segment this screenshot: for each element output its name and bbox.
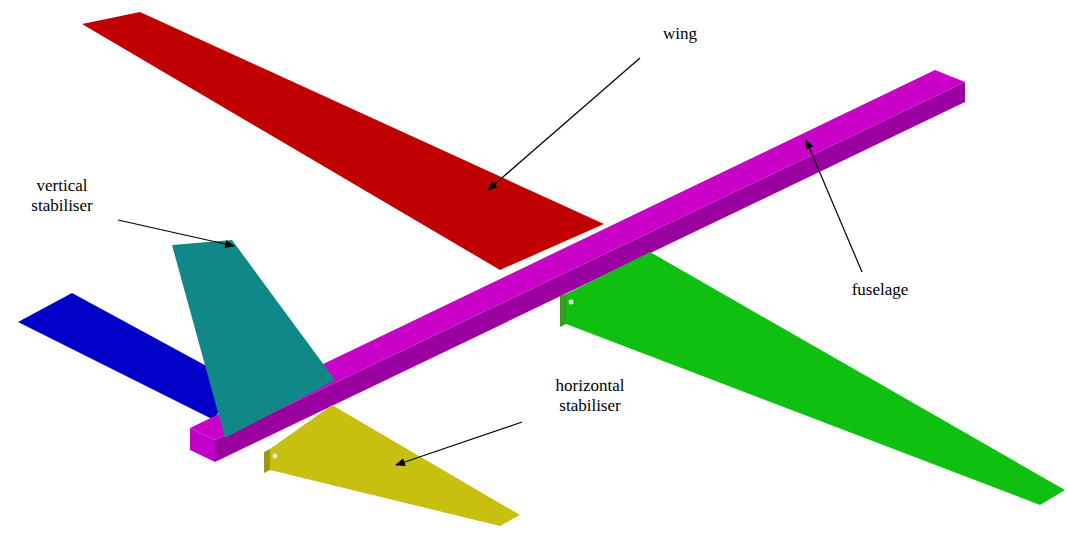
leader-arrow [488, 58, 640, 190]
near-horizontal-stabiliser [270, 405, 520, 526]
far-wing [82, 12, 604, 270]
near-wing [566, 252, 1065, 505]
leader-arrow [118, 220, 234, 246]
near-stabiliser-root [264, 449, 270, 473]
fastener-dot [273, 454, 278, 459]
part-label: horizontal stabiliser [535, 376, 645, 416]
part-label: fuselage [820, 280, 940, 300]
near-wing-root [560, 294, 566, 327]
leader-arrow [396, 422, 522, 465]
vertical-stabiliser [172, 240, 335, 438]
part-label: wing [620, 24, 740, 44]
part-label: vertical stabiliser [17, 176, 107, 216]
fastener-dot [569, 300, 574, 305]
leader-arrow [806, 140, 862, 272]
